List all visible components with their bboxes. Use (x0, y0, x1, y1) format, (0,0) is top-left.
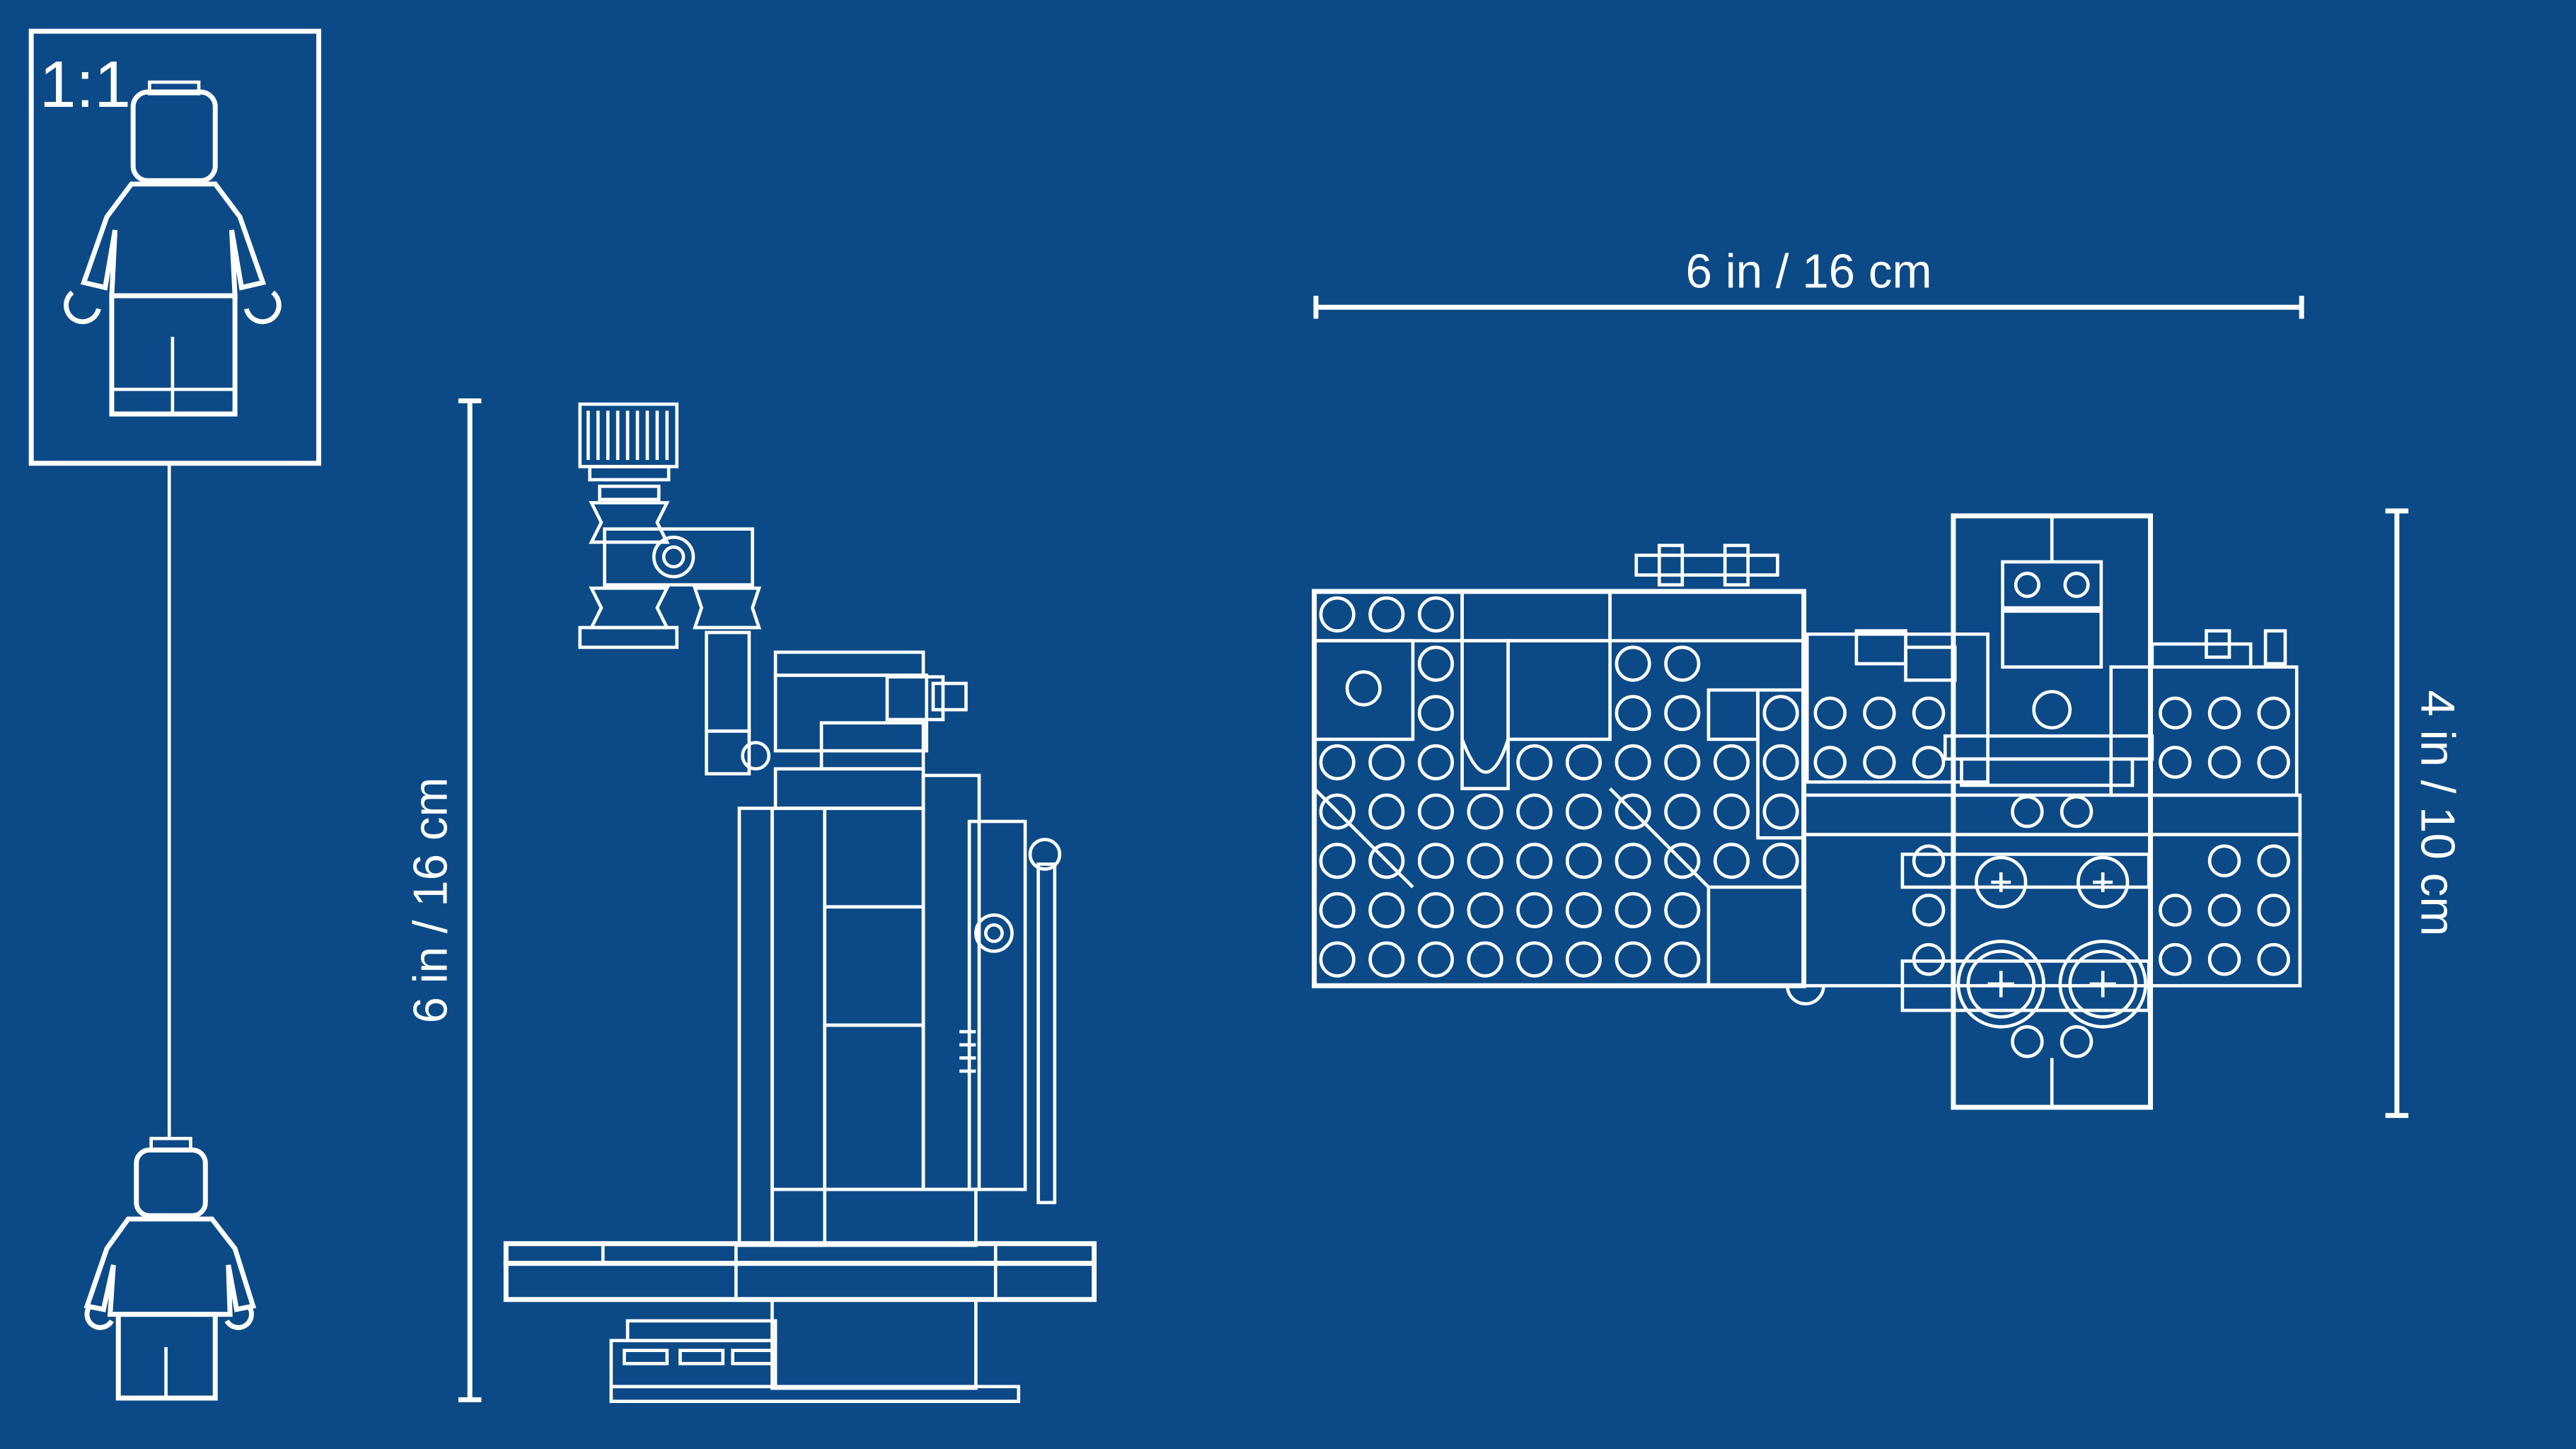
minifigure-full-size-icon (83, 1136, 257, 1401)
scale-label: 1:1 (40, 47, 131, 121)
side-view-height-label: 6 in / 16 cm (405, 777, 458, 1023)
top-view-width-label: 6 in / 16 cm (1686, 245, 1932, 298)
scale-reference: 1:1 (28, 28, 322, 466)
side-view-model (503, 402, 1097, 1403)
top-view-width-dimension: 6 in / 16 cm (1313, 245, 2304, 319)
top-view-height-dimension: 4 in / 10 cm (2385, 508, 2464, 1119)
minifigure-icon (64, 80, 282, 417)
side-view-height-dimension: 6 in / 16 cm (405, 398, 482, 1402)
top-view-studs (1319, 596, 2290, 1058)
top-view-model (1312, 513, 2302, 1110)
top-view-height-label: 4 in / 10 cm (2411, 690, 2464, 936)
scale-box-frame (28, 28, 322, 466)
